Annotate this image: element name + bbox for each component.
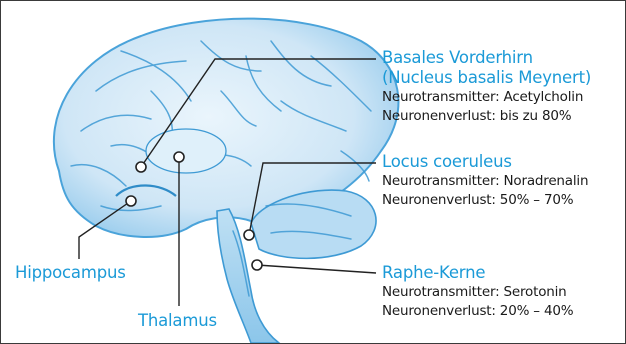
raphe-neurotransmitter: Neurotransmitter: Serotonin bbox=[382, 283, 573, 302]
basal-forebrain-title: Basales Vorderhirn bbox=[382, 48, 591, 68]
locus-coeruleus-loss: Neuronenverlust: 50% – 70% bbox=[382, 191, 588, 210]
marker-thalamus bbox=[174, 152, 184, 162]
marker-basal-forebrain bbox=[136, 162, 146, 172]
hippocampus-label: Hippocampus bbox=[15, 263, 126, 283]
locus-coeruleus-neurotransmitter: Neurotransmitter: Noradrenalin bbox=[382, 172, 588, 191]
thalamus-structure bbox=[146, 129, 226, 173]
locus-coeruleus-label: Locus coeruleus Neurotransmitter: Noradr… bbox=[382, 152, 588, 210]
basal-forebrain-subtitle: (Nucleus basalis Meynert) bbox=[382, 68, 591, 88]
marker-raphe bbox=[252, 260, 262, 270]
locus-coeruleus-title: Locus coeruleus bbox=[382, 152, 588, 172]
marker-locus-coeruleus bbox=[244, 230, 254, 240]
leader-raphe bbox=[257, 265, 376, 273]
basal-forebrain-loss: Neuronenverlust: bis zu 80% bbox=[382, 107, 591, 126]
basal-forebrain-neurotransmitter: Neurotransmitter: Acetylcholin bbox=[382, 88, 591, 107]
marker-hippocampus bbox=[126, 196, 136, 206]
raphe-title: Raphe-Kerne bbox=[382, 263, 573, 283]
thalamus-label: Thalamus bbox=[138, 311, 217, 331]
basal-forebrain-label: Basales Vorderhirn (Nucleus basalis Meyn… bbox=[382, 48, 591, 126]
raphe-label: Raphe-Kerne Neurotransmitter: Serotonin … bbox=[382, 263, 573, 321]
raphe-loss: Neuronenverlust: 20% – 40% bbox=[382, 302, 573, 321]
